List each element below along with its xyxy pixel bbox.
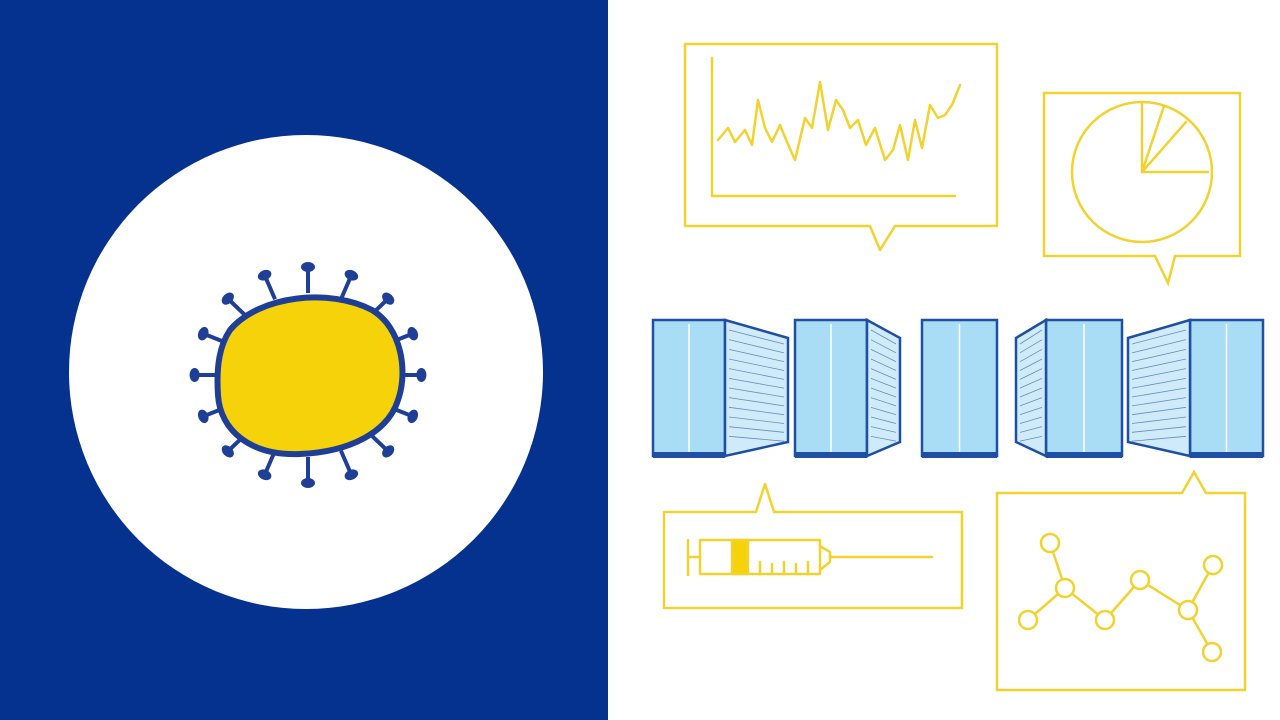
server-vent bbox=[1019, 377, 1043, 389]
server-rack-icon bbox=[1014, 317, 1124, 458]
server-vent bbox=[728, 377, 785, 389]
server-rack-icon bbox=[920, 318, 999, 458]
server-vent bbox=[1131, 368, 1187, 380]
server-rack-icon bbox=[793, 317, 902, 458]
server-vent bbox=[870, 329, 897, 345]
server-vent bbox=[870, 358, 897, 371]
virus-spike-tip bbox=[407, 409, 419, 424]
virus-spike-tip bbox=[416, 368, 427, 382]
server-side bbox=[1126, 318, 1192, 458]
server-vent bbox=[728, 358, 785, 371]
server-vent bbox=[728, 416, 785, 424]
virus-spike-tip bbox=[301, 262, 315, 272]
server-vent bbox=[728, 348, 785, 363]
server-vent bbox=[870, 406, 897, 416]
server-vent bbox=[1131, 397, 1187, 407]
server-vent bbox=[1131, 329, 1187, 345]
virus-spike-tip bbox=[301, 478, 315, 488]
server-vent bbox=[1019, 406, 1043, 416]
molecule-icon bbox=[995, 469, 1247, 692]
server-rack-icon bbox=[651, 318, 790, 458]
virus-spike-tip bbox=[257, 269, 272, 281]
virus-spike-tip bbox=[407, 326, 419, 341]
server-vent bbox=[870, 339, 897, 354]
server-base bbox=[922, 452, 997, 458]
server-base bbox=[795, 452, 867, 458]
server-vent bbox=[728, 426, 785, 433]
virus-spike-tip bbox=[221, 292, 234, 305]
server-base bbox=[1190, 452, 1263, 458]
virus-spike-tip bbox=[189, 368, 200, 382]
virus-spike-tip bbox=[257, 469, 272, 481]
server-vent bbox=[728, 435, 785, 442]
server-vent bbox=[728, 329, 785, 345]
virus-body bbox=[214, 294, 406, 458]
server-vent bbox=[870, 416, 897, 424]
server-vent bbox=[728, 368, 785, 380]
server-side bbox=[723, 318, 790, 458]
server-vent bbox=[1019, 358, 1043, 371]
virus-spike-tip bbox=[197, 409, 209, 424]
server-vent bbox=[1019, 348, 1043, 363]
server-vent bbox=[870, 368, 897, 380]
server-vent bbox=[1131, 339, 1187, 354]
server-vent bbox=[1131, 435, 1187, 442]
server-vent bbox=[728, 339, 785, 354]
server-rack-icon bbox=[1126, 318, 1265, 458]
server-base bbox=[653, 452, 725, 458]
pie-chart-icon bbox=[1042, 91, 1242, 287]
server-vent bbox=[1131, 387, 1187, 398]
server-side bbox=[1014, 317, 1048, 458]
server-vent bbox=[870, 377, 897, 389]
server-vent bbox=[1131, 416, 1187, 424]
server-vent bbox=[870, 348, 897, 363]
server-vent bbox=[1019, 397, 1043, 407]
server-vent bbox=[1019, 329, 1043, 345]
server-vent bbox=[728, 397, 785, 407]
server-vent bbox=[870, 387, 897, 398]
server-vent bbox=[1131, 426, 1187, 433]
syringe-icon bbox=[662, 482, 964, 610]
virus-spike-tip bbox=[221, 445, 234, 458]
virus-spike-tip bbox=[344, 469, 359, 481]
virus-icon bbox=[189, 262, 427, 488]
line-chart-icon bbox=[683, 42, 999, 252]
server-vent bbox=[1019, 435, 1043, 442]
server-vent bbox=[728, 387, 785, 398]
server-vent bbox=[870, 426, 897, 433]
server-rack-row bbox=[651, 317, 1265, 458]
virus-spike-tip bbox=[197, 326, 209, 341]
server-vent bbox=[1019, 416, 1043, 424]
virus-spikes bbox=[189, 262, 427, 488]
server-vent bbox=[1131, 358, 1187, 371]
server-vent bbox=[1131, 377, 1187, 389]
virus-spike-tip bbox=[344, 269, 359, 281]
server-vent bbox=[1131, 348, 1187, 363]
server-vent bbox=[1019, 339, 1043, 354]
virus-spike-tip bbox=[382, 445, 395, 458]
server-vent bbox=[870, 435, 897, 442]
server-vent bbox=[728, 406, 785, 416]
server-vent bbox=[1019, 387, 1043, 398]
server-vent bbox=[1019, 368, 1043, 380]
server-vent bbox=[870, 397, 897, 407]
server-base bbox=[1046, 452, 1122, 458]
server-vent bbox=[1131, 406, 1187, 416]
server-vent bbox=[1019, 426, 1043, 433]
virus-spike-tip bbox=[382, 292, 395, 305]
